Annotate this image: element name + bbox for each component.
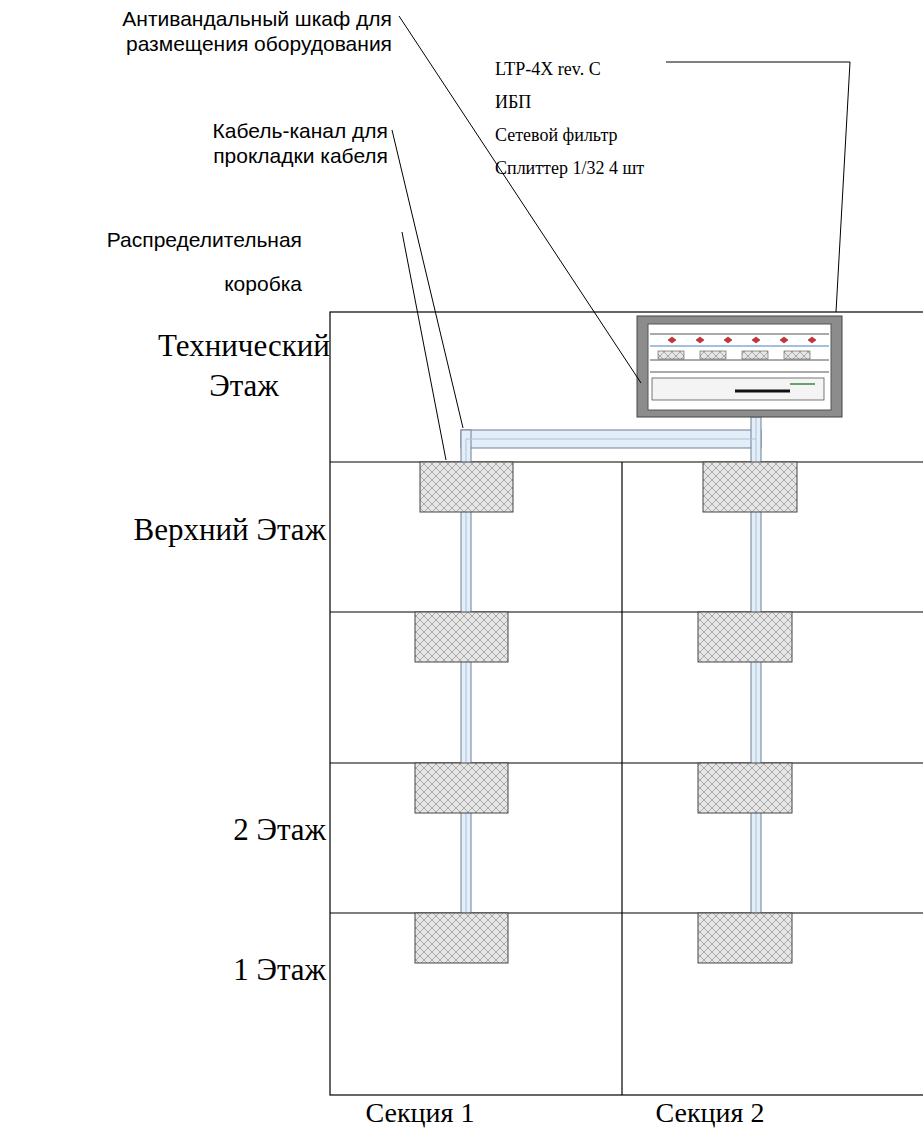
leader-line [392, 16, 850, 460]
callout-text: Кабель-канал для прокладки кабеля [118, 118, 388, 168]
floor-label: 1 Этаж [4, 952, 326, 988]
equipment-item: ИБП [495, 91, 755, 113]
floor-label: Верхний Этаж [4, 512, 326, 548]
building-outline [330, 312, 923, 1095]
section-label: Секция 1 [330, 1096, 510, 1130]
callout-text: Антивандальный шкаф для размещения обору… [52, 6, 392, 56]
floor-label: Технический Этаж [158, 326, 330, 406]
equipment-item: Сетевой фильтр [495, 124, 755, 146]
callout-text: Распределительная коробка [40, 218, 302, 306]
floor-lines [330, 462, 923, 1095]
floor-label: 2 Этаж [4, 812, 326, 848]
equipment-item: Сплиттер 1/32 4 шт [495, 157, 755, 179]
equipment-item: LTP-4X rev. C [495, 58, 755, 80]
section-label: Секция 2 [620, 1096, 800, 1130]
anti-vandal-cabinet [637, 316, 842, 417]
distribution-box [415, 462, 797, 963]
